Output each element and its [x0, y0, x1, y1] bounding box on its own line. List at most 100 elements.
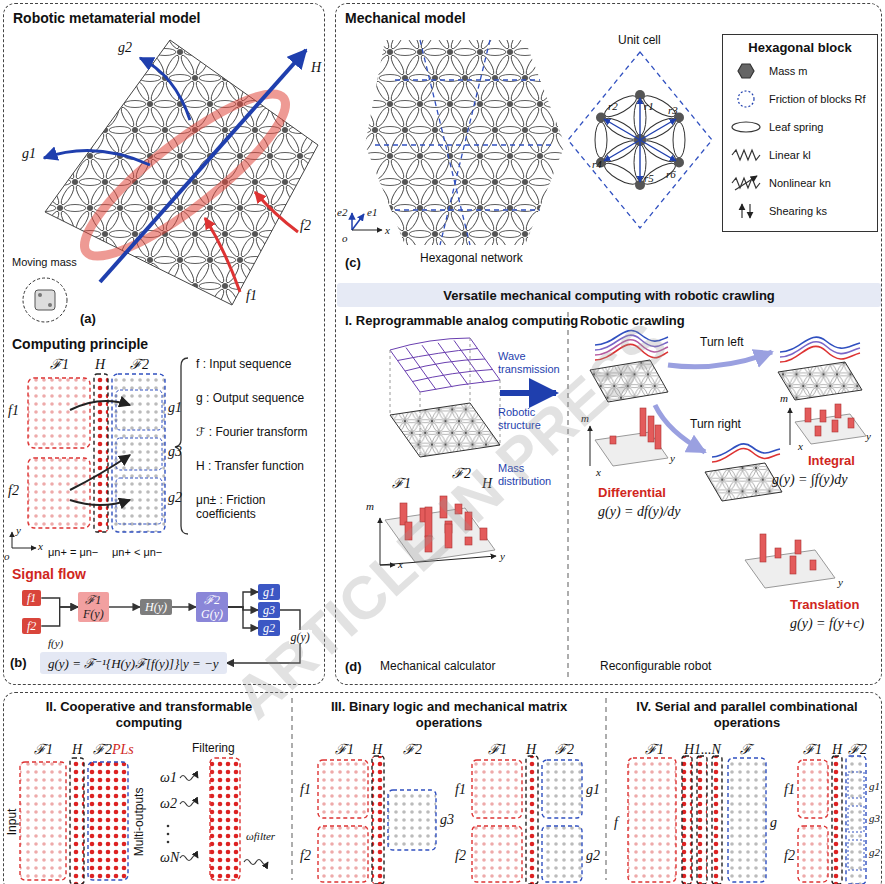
analog-calculator [425, 507, 432, 537]
text-label: ℱ1 [34, 742, 53, 758]
text-label: ℱ1 [335, 742, 354, 758]
text-label: ℱ1 [488, 742, 507, 758]
bottom-figures [526, 756, 538, 884]
robotic-crawling [712, 444, 780, 462]
text-label: f1 [8, 403, 19, 419]
bottom-figures [88, 762, 128, 880]
text-label: Multi-outputs [133, 788, 147, 857]
node-title: Hexagonal block [729, 39, 871, 57]
node-title: ℱ1 [83, 593, 104, 607]
text-label: m [581, 412, 589, 425]
section-divider [291, 698, 292, 880]
unit-cell [674, 158, 684, 168]
text-label: x [798, 440, 803, 453]
node-text: III. Binary logic and mechanical matrix … [304, 699, 594, 731]
text-label: ℱ [740, 742, 752, 758]
text-label: ℱ2 [452, 466, 471, 482]
bottom-figures [318, 826, 368, 882]
signal-connector [228, 592, 258, 607]
analog-calculator [480, 528, 487, 540]
hexagonal-network [352, 214, 364, 230]
fourier-box: ℱ1F(y) [78, 592, 109, 622]
text-label: ℱ1 [392, 476, 411, 492]
robotic-crawling [712, 444, 780, 457]
legend-box: Hexagonal blockMass mFriction of blocks … [722, 34, 878, 232]
robotic-crawling [705, 463, 782, 501]
text-label: Mass distribution [498, 462, 564, 487]
text-label: H [95, 357, 105, 373]
analog-calculator [400, 496, 487, 552]
computing-grid [28, 378, 90, 448]
text-label: f2 [784, 848, 795, 864]
analog-calculator [380, 556, 496, 565]
text-label: Filtering [192, 742, 235, 756]
bottom-figures [167, 825, 170, 844]
bottom-figures [388, 790, 436, 850]
text-label: g2 [586, 848, 600, 864]
text-label: Computing principle [12, 336, 148, 352]
robotic-crawling [655, 425, 661, 449]
signal-connector [109, 606, 140, 607]
text-label: (c) [345, 256, 361, 271]
robotic-crawling [610, 436, 616, 444]
node-title: g1 [263, 585, 275, 599]
unit-cell [568, 52, 712, 228]
text-label: μn+ = μn− [48, 546, 98, 559]
hexagonal-network [351, 213, 353, 230]
unit-cell [639, 98, 640, 140]
node-text: Leaf spring [729, 113, 871, 141]
output-box: g2 [258, 620, 280, 636]
node-text: Shearing ks [729, 197, 871, 225]
transfer-box: H(y) [140, 599, 172, 615]
robotic-crawling [848, 418, 854, 428]
bottom-figures [180, 856, 198, 861]
text-label: y [866, 430, 871, 443]
computing-grid [28, 458, 90, 528]
robotic-crawling [790, 408, 791, 445]
unit-cell [641, 137, 678, 165]
text-label: f2 [455, 848, 466, 864]
analog-calculator [455, 504, 462, 514]
bottom-figures [697, 756, 707, 884]
node-title: g3 [263, 603, 275, 617]
input-box: f1 [22, 590, 41, 606]
robotic-crawling [590, 360, 668, 402]
bottom-figures [210, 758, 240, 880]
text-label: μn+ < μn− [112, 546, 162, 559]
robotic-crawling [640, 408, 646, 436]
text-label: H1...N [684, 742, 721, 758]
analog-calculator [390, 350, 391, 415]
metamaterial-figure [44, 150, 150, 165]
node-title: f2 [27, 619, 36, 633]
bottom-figures [20, 756, 866, 884]
robotic-crawling [595, 331, 668, 345]
edge-label: g(y) [289, 630, 312, 644]
robotic-crawling [815, 426, 821, 436]
text-label: m [780, 392, 788, 405]
text-label: g2 [869, 846, 880, 859]
text-label: g3 [168, 444, 182, 460]
robotic-crawling [795, 540, 801, 554]
bottom-figures [848, 840, 864, 870]
output-box: g1 [258, 584, 280, 600]
text-label: Signal flow [12, 566, 86, 582]
unit-cell [596, 113, 606, 123]
metamaterial-figure [140, 58, 190, 120]
text-label: f2 [300, 848, 311, 864]
node-title: II. Cooperative and transformable comput… [14, 699, 284, 731]
text-label: f2 [8, 483, 19, 499]
text-label: Unit cell [618, 34, 661, 48]
text-label: Robotic structure [498, 406, 564, 431]
metamaterial-figure [48, 303, 52, 307]
legend-icon [741, 204, 742, 218]
text-label: g2 [168, 490, 182, 506]
signal-connector [172, 606, 196, 607]
unit-cell [568, 52, 712, 228]
fourier-box: ℱ2G(y) [196, 592, 228, 622]
computing-grid [12, 548, 36, 549]
legend-icon [738, 64, 754, 78]
robotic-crawling [610, 408, 661, 449]
computing-grid [94, 374, 108, 532]
metamaterial-figure [23, 40, 318, 322]
node-title: g(y) = ℱ⁻¹{H(y)ℱ[f(y)]}|y = −y [48, 654, 219, 672]
